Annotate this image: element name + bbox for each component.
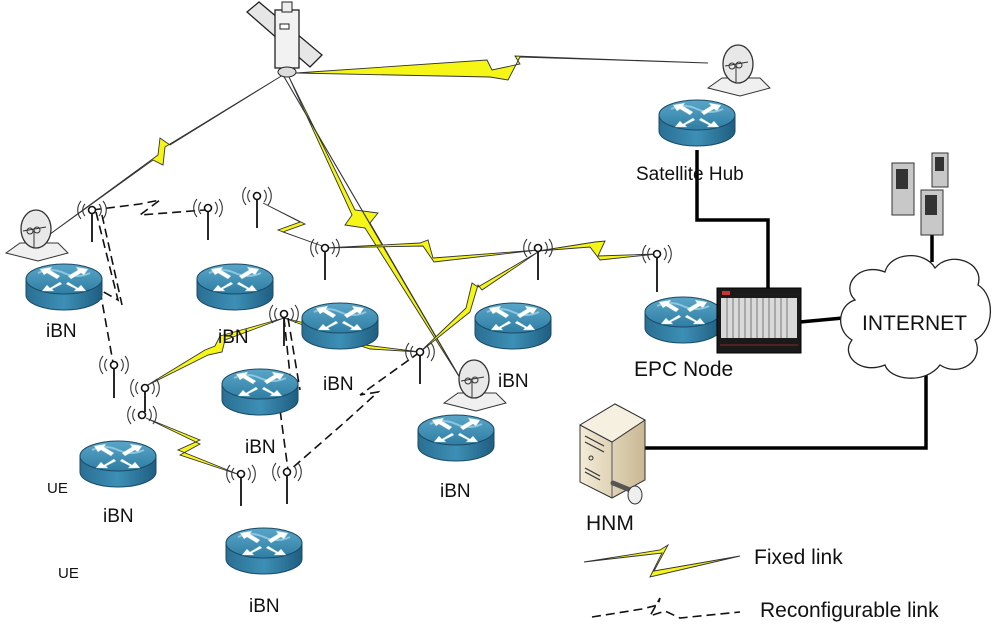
satellite-hub: Satellite Hub bbox=[636, 44, 771, 185]
legend-reconfigurable-link-symbol bbox=[591, 597, 741, 619]
ibn-6-label: iBN bbox=[103, 506, 134, 527]
fixed-link-sat-hub bbox=[295, 55, 709, 81]
hnm-server: HNM bbox=[578, 403, 646, 535]
ue-2-label: UE bbox=[58, 565, 79, 582]
ibn-5-label: iBN bbox=[498, 371, 529, 392]
ibn-2-label: iBN bbox=[218, 327, 249, 348]
epc-rack-icon bbox=[716, 287, 802, 354]
internet-label: INTERNET bbox=[862, 312, 967, 335]
fixed-link-ibn5-epc bbox=[537, 240, 658, 261]
legend-fixed-link-symbol bbox=[583, 543, 741, 578]
fixed-link-ibn6-ibn8 bbox=[145, 417, 241, 476]
fixed-link-ibn3-ibn5 bbox=[324, 239, 539, 263]
sat-ray bbox=[282, 74, 461, 379]
ibn-8-label: iBN bbox=[249, 596, 280, 617]
ibn-node-7: iBN bbox=[404, 342, 507, 502]
ibn-node-1: iBN bbox=[5, 200, 108, 342]
ibn-4-label: iBN bbox=[245, 437, 276, 458]
server-icon bbox=[891, 162, 915, 216]
ibn-7-label: iBN bbox=[440, 481, 471, 502]
satellite-hub-label: Satellite Hub bbox=[636, 164, 744, 185]
epc-node-label: EPC Node bbox=[634, 358, 733, 381]
ibn-node-8: iBN bbox=[225, 462, 303, 617]
legend: Fixed link Reconfigurable link bbox=[583, 543, 939, 622]
epc-node: EPC Node bbox=[634, 244, 802, 381]
satellite-icon bbox=[245, 1, 323, 78]
internet-cloud: INTERNET bbox=[840, 255, 991, 379]
legend-fixed-link-label: Fixed link bbox=[754, 546, 843, 569]
ibn-3-label: iBN bbox=[323, 374, 354, 395]
ue-1: UE bbox=[47, 480, 68, 497]
legend-reconfigurable-link-label: Reconfigurable link bbox=[760, 599, 939, 622]
server-icon bbox=[920, 189, 944, 236]
server-icon bbox=[931, 152, 949, 188]
ibn-node-6: iBN bbox=[79, 355, 161, 527]
hnm-label: HNM bbox=[586, 512, 634, 535]
fixed-link-ibn2-ibn3 bbox=[262, 202, 326, 248]
ibn-node-5: iBN bbox=[474, 238, 554, 392]
ibn-node-4: iBN bbox=[221, 304, 300, 458]
ibn-node-2: iBN bbox=[192, 186, 274, 348]
internet-servers bbox=[891, 152, 949, 236]
ue-1-label: UE bbox=[47, 480, 68, 497]
ibn-node-3: iBN bbox=[301, 238, 379, 395]
ue-2: UE bbox=[58, 565, 79, 582]
key-icon bbox=[610, 480, 643, 505]
ibn-1-label: iBN bbox=[46, 321, 77, 342]
